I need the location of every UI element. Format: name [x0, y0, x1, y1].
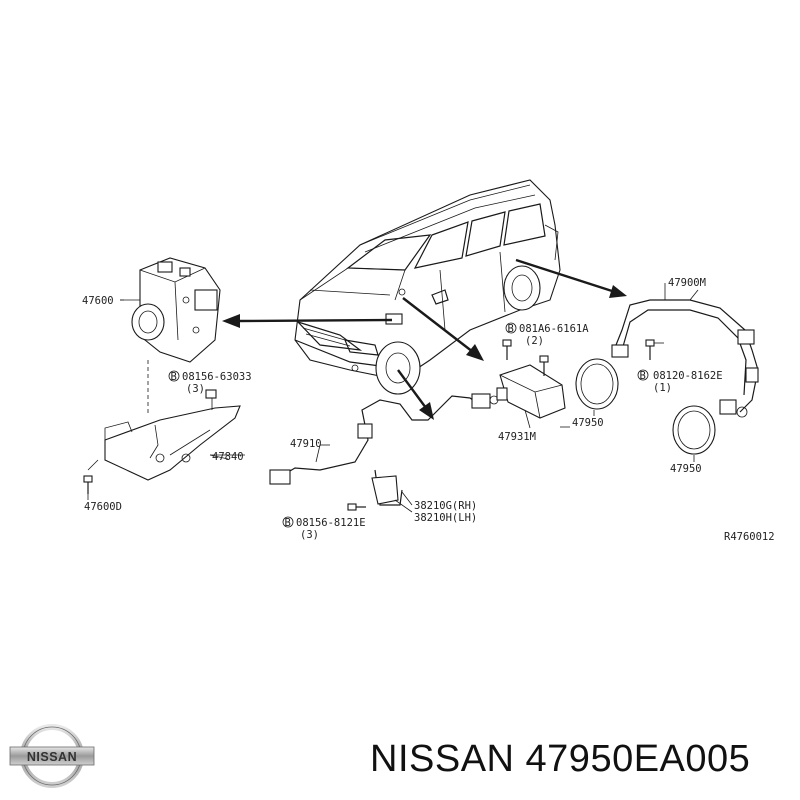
abs-actuator: [120, 257, 221, 363]
label-ring-front: 47950: [572, 417, 604, 429]
diagram-id: R4760012: [724, 531, 775, 543]
label-bolt-b1: 08156-63033: [182, 371, 252, 383]
label-bracket-rh: 38210G(RH): [414, 500, 477, 512]
leader-lines: [87, 283, 666, 500]
label-front-sensor: 47910: [290, 438, 322, 450]
rear-sensor-ring: [672, 405, 716, 462]
label-bolt-b2: 08156-8121E: [296, 517, 366, 529]
rear-sensor-harness: [611, 289, 759, 418]
pointer-arrows: [222, 258, 627, 420]
control-module: [496, 339, 566, 429]
front-wheel-sensor: [269, 393, 499, 513]
logo-text: NISSAN: [27, 750, 77, 764]
label-small-bolt: 47600D: [84, 501, 122, 513]
bolt-callout-4: B 08120-8162E (1): [637, 369, 723, 394]
front-bolt: [347, 503, 366, 511]
label-bolt-b4-qty: (1): [653, 382, 672, 394]
nissan-logo: NISSAN: [9, 724, 95, 788]
label-ring-rear: 47950: [670, 463, 702, 475]
bolt-marker: B: [171, 371, 177, 383]
label-abs-actuator: 47600: [82, 295, 114, 307]
label-rear-harness: 47900M: [668, 277, 706, 289]
bolt-marker: B: [285, 517, 291, 529]
front-sensor-ring: [575, 358, 619, 416]
bolt-callout-3: B 081A6-6161A (2): [505, 322, 589, 347]
bolt-marker: B: [508, 323, 514, 335]
bolt-callout-2: B 08156-8121E (3): [282, 516, 366, 541]
label-bolt-b1-qty: (3): [186, 383, 205, 395]
actuator-bracket: [104, 360, 241, 481]
label-bolt-b4: 08120-8162E: [653, 370, 723, 382]
part-labels: 47600 B 08156-63033 (3) 47840 47600D 479…: [82, 277, 775, 543]
label-module: 47931M: [498, 431, 536, 443]
bolt-callout-1: B 08156-63033 (3): [168, 370, 252, 395]
label-bracket-lh: 38210H(LH): [414, 512, 477, 524]
label-bolt-b3-qty: (2): [525, 335, 544, 347]
label-bolt-b3: 081A6-6161A: [519, 323, 589, 335]
label-bracket: 47840: [212, 451, 244, 463]
vehicle-illustration: [294, 179, 561, 395]
label-bolt-b2-qty: (3): [300, 529, 319, 541]
bolt-marker: B: [640, 370, 646, 382]
small-bolt: [83, 459, 99, 494]
page-title: NISSAN 47950EA005: [370, 738, 751, 780]
